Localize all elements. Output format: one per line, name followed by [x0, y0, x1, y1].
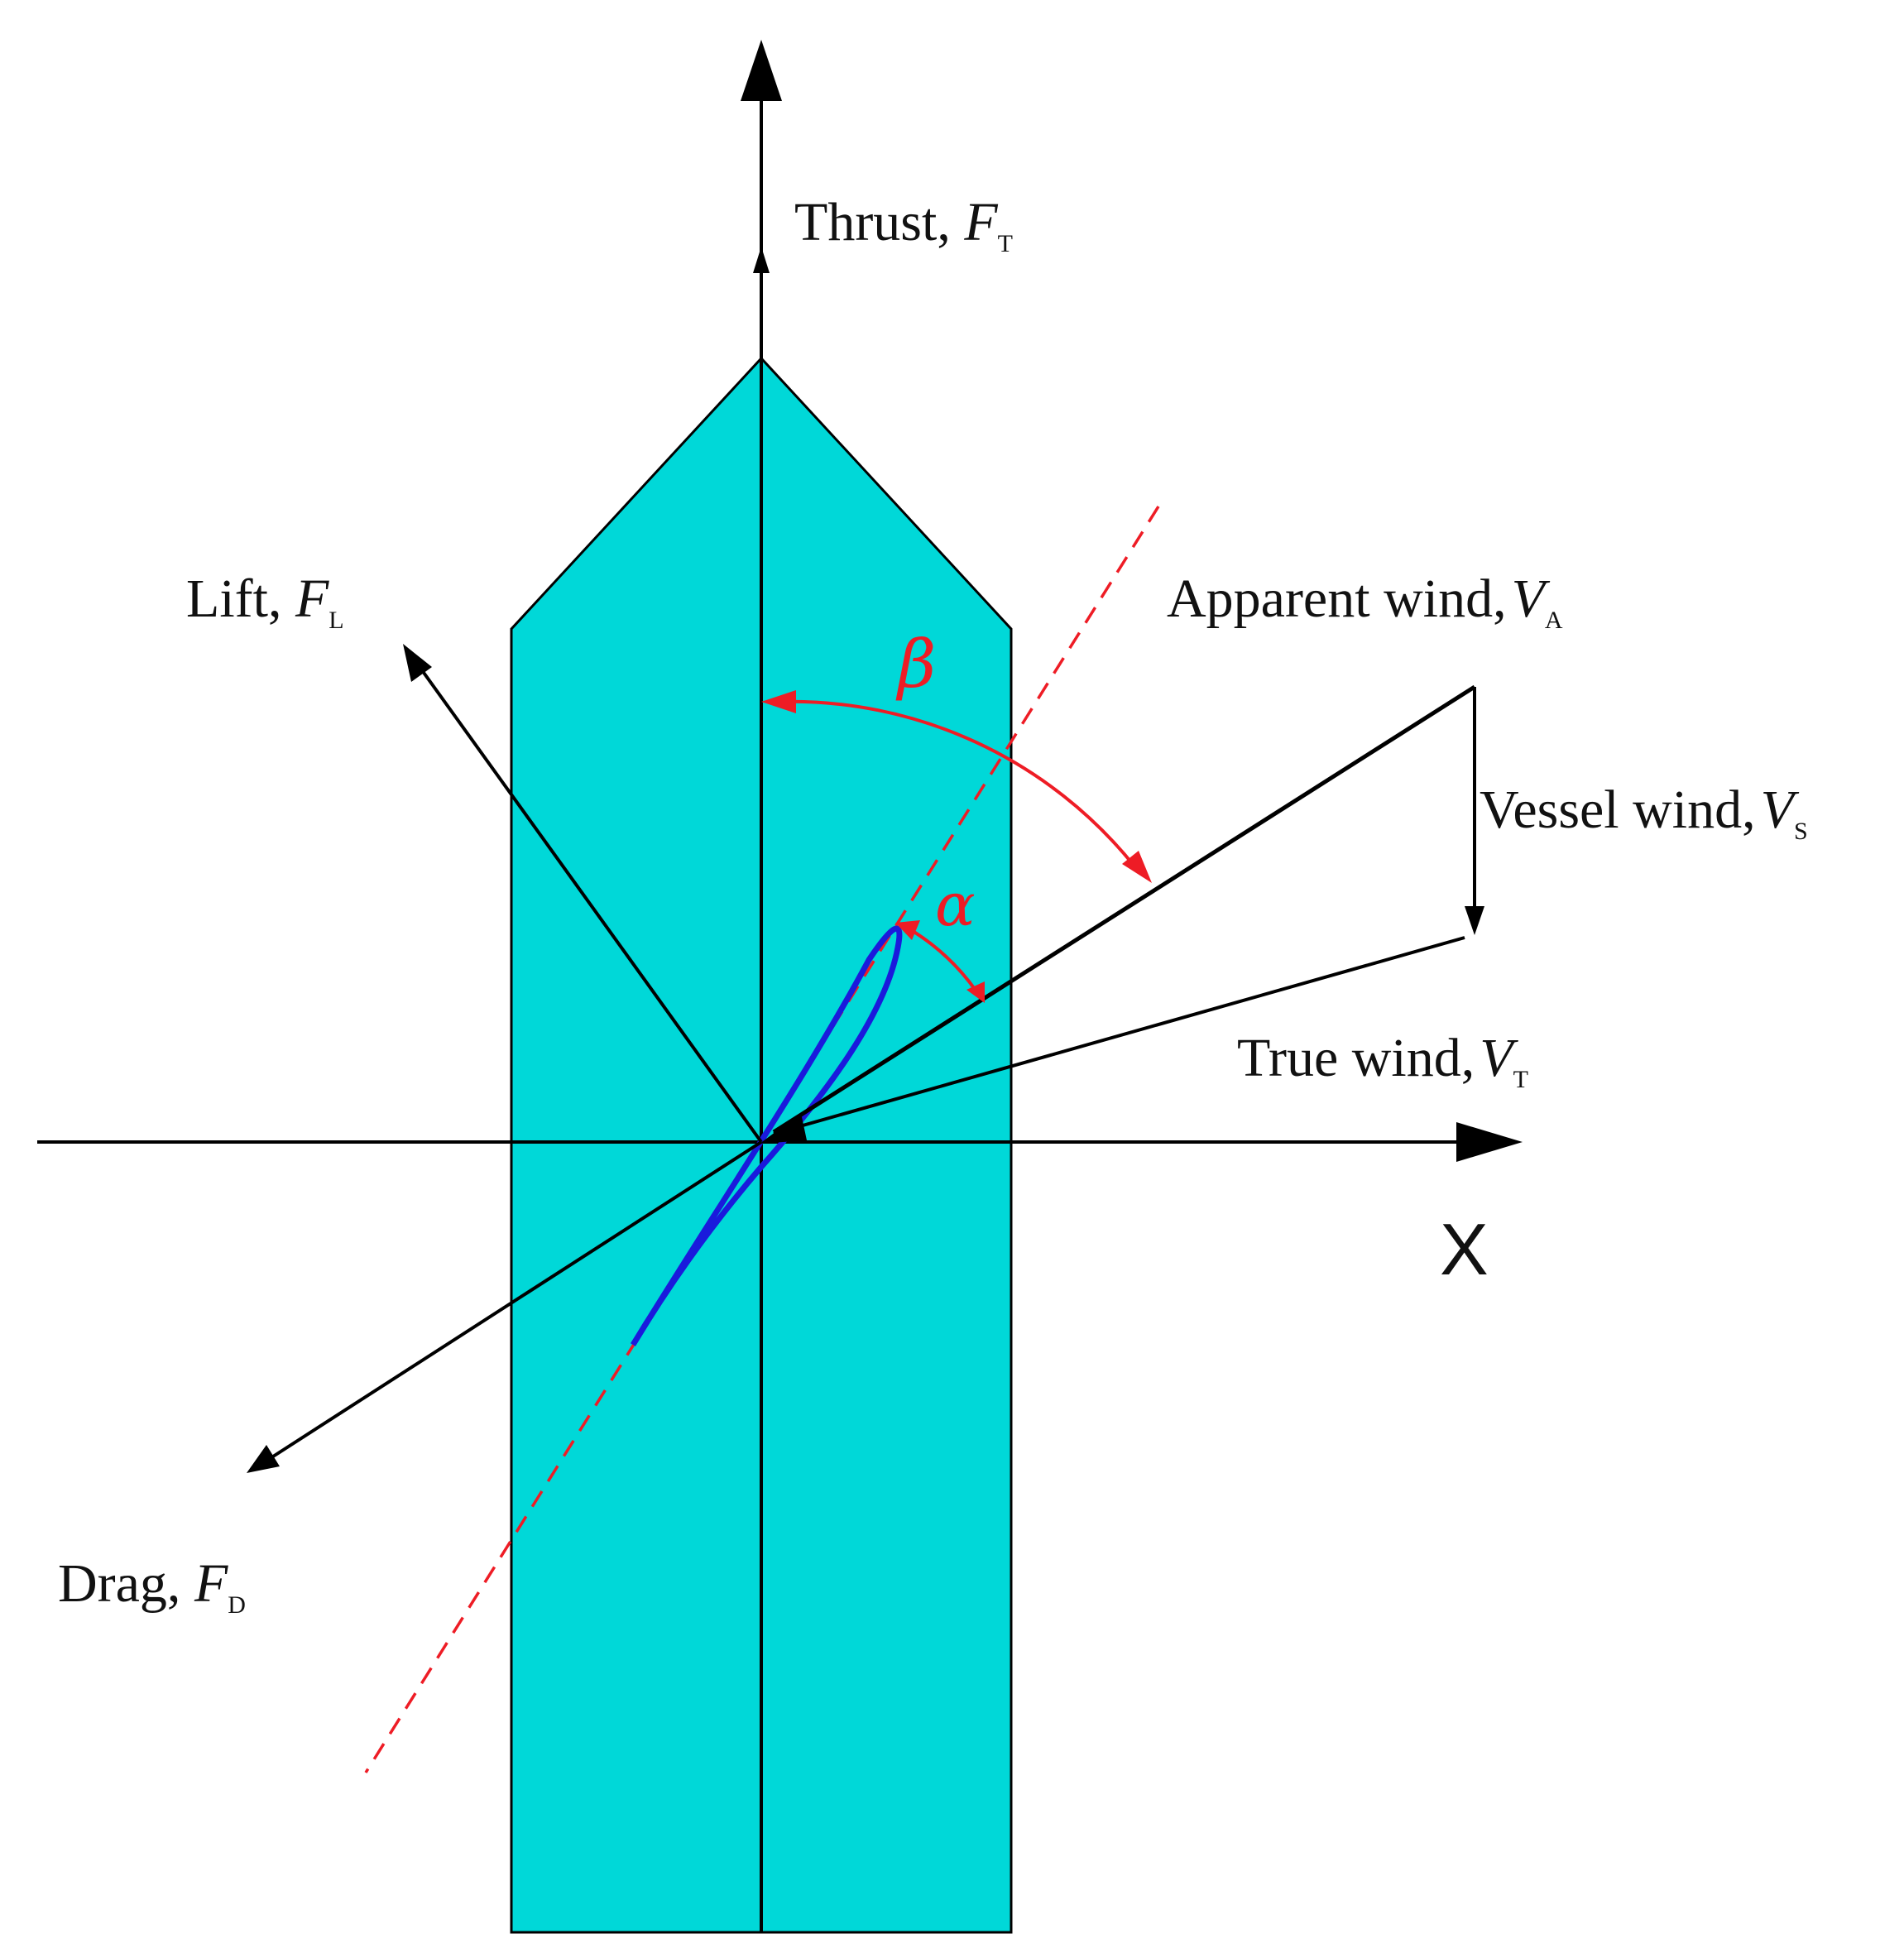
- thrust-label: Thrust, FT: [794, 192, 1013, 257]
- beta-arc-arrowhead-right: [1122, 851, 1152, 883]
- wind-arrowhead: [760, 1113, 807, 1144]
- drag-label: Drag, FD: [58, 1553, 246, 1619]
- drag-arrowhead: [247, 1445, 280, 1473]
- lift-vector: [420, 669, 763, 1144]
- vertical-axis-arrowhead: [741, 40, 782, 101]
- alpha-arc-arrowhead-bottom: [966, 981, 985, 1003]
- vessel-wind-arrowhead: [1465, 906, 1484, 935]
- beta-arc: [777, 699, 1137, 869]
- thrust-arrowhead: [753, 247, 770, 273]
- x-axis-label: X: [1440, 1208, 1489, 1290]
- beta-symbol: β: [895, 626, 936, 703]
- apparent-wind-label: Apparent wind,VA: [1167, 569, 1563, 634]
- true-wind-label: True wind,VT: [1237, 1028, 1528, 1093]
- true-wind-vector: [773, 936, 1465, 1135]
- drag-vector: [271, 1140, 763, 1458]
- apparent-wind-vector: [772, 684, 1476, 1135]
- lift-label: Lift, FL: [186, 569, 344, 634]
- alpha-arc-arrowhead-top: [895, 920, 920, 940]
- alpha-arc: [907, 927, 978, 993]
- vessel-wind-label: Vessel wind,VS: [1480, 780, 1808, 845]
- wing-section: [630, 925, 903, 1346]
- alpha-symbol: α: [935, 870, 976, 939]
- x-axis-arrowhead: [1456, 1122, 1523, 1162]
- beta-arc-arrowhead-left: [761, 690, 796, 713]
- lift-arrowhead: [403, 644, 432, 682]
